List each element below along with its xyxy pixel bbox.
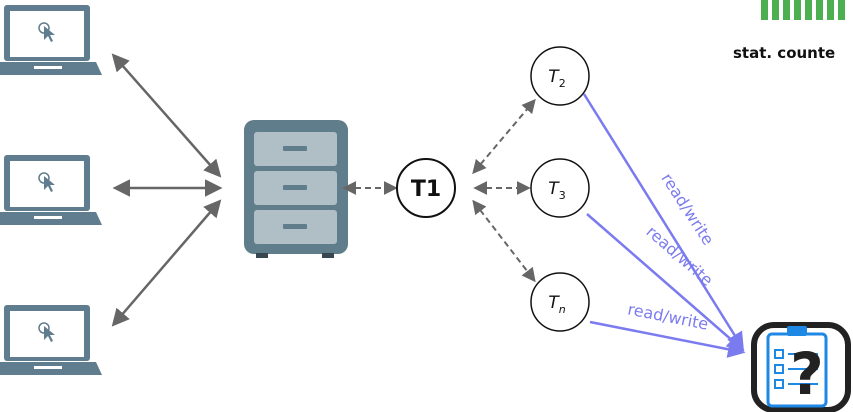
laptop-icon bbox=[0, 305, 102, 375]
server-cabinet-icon bbox=[244, 120, 348, 258]
rw-label-3: read/write bbox=[626, 299, 710, 333]
svg-text:?: ? bbox=[790, 340, 824, 408]
clipboard-question-icon: ? bbox=[751, 322, 851, 412]
node-t2: T2 bbox=[530, 46, 590, 106]
node-tn-base: T bbox=[548, 293, 560, 313]
rw-arrow-t3 bbox=[586, 213, 745, 352]
svg-text:T3: T3 bbox=[548, 179, 565, 202]
node-t3: T3 bbox=[530, 158, 590, 218]
laptop-server-arrow bbox=[111, 53, 222, 178]
t1-t2-dashed-arrow bbox=[472, 98, 536, 175]
node-t2-base: T bbox=[548, 67, 560, 87]
svg-text:T2: T2 bbox=[548, 67, 565, 90]
laptop-server-arrow bbox=[111, 199, 222, 327]
laptop-icon bbox=[0, 155, 102, 225]
node-t1-label: T1 bbox=[411, 177, 441, 202]
rw-arrow-t2 bbox=[582, 93, 744, 350]
rw-arrow-tn bbox=[589, 320, 746, 358]
node-t2-sub: 2 bbox=[559, 77, 566, 90]
node-t3-sub: 3 bbox=[559, 189, 566, 202]
stat-counter-bars-icon bbox=[761, 0, 845, 20]
svg-text:Tn: Tn bbox=[548, 293, 565, 316]
node-t3-base: T bbox=[548, 179, 560, 199]
t1-tn-dashed-arrow bbox=[472, 199, 536, 283]
stat-counter-label: stat. counte bbox=[733, 44, 836, 62]
laptop-icon bbox=[0, 5, 102, 75]
node-tn-sub: n bbox=[559, 303, 566, 316]
node-tn: Tn bbox=[530, 272, 590, 332]
node-t1: T1 bbox=[396, 158, 456, 218]
